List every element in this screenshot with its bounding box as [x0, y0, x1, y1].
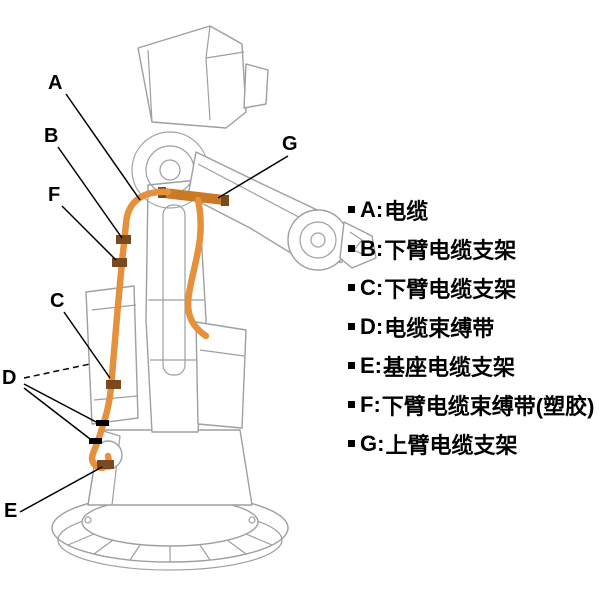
- legend-item-e: E: 基座电缆支架: [348, 346, 598, 385]
- legend-letter: F:: [360, 391, 381, 417]
- leader-line-d1: [23, 383, 101, 425]
- leader-line-g: [217, 155, 289, 199]
- bullet-square-icon: [348, 362, 355, 369]
- callout-letter-d: D: [2, 367, 17, 389]
- robot-illustration: [51, 25, 377, 571]
- legend-item-g: G: 上臂电缆支架: [348, 424, 598, 463]
- lower-arm-cable-bracket-c: [106, 380, 121, 389]
- bullet-square-icon: [348, 245, 355, 252]
- bullet-square-icon: [348, 284, 355, 291]
- leader-line-b: [57, 146, 123, 239]
- leader-line-e: [19, 466, 103, 513]
- legend-text: 电缆束缚带: [384, 315, 495, 341]
- leader-line-a: [65, 93, 141, 201]
- robot-wrist: [287, 209, 377, 271]
- lower-arm-cable-bracket-b: [116, 235, 131, 244]
- leader-line-f: [61, 205, 117, 261]
- callout-letter-g: G: [282, 133, 298, 155]
- legend-item-b: B: 下臂电缆支架: [348, 229, 598, 268]
- leader-line-d-dashed: [23, 363, 91, 379]
- bullet-square-icon: [348, 440, 355, 447]
- robot-right-motor-box: [195, 321, 247, 429]
- cable-assembly: [88, 187, 229, 471]
- robot-top-housing: [137, 25, 269, 129]
- bullet-square-icon: [348, 401, 355, 408]
- base-cable-bracket-e: [97, 460, 114, 469]
- legend-item-d: D: 电缆束缚带: [348, 307, 598, 346]
- legend-text: 电缆: [384, 198, 429, 224]
- upper-arm-cable-bracket: [159, 188, 229, 205]
- leader-lines: [19, 93, 289, 513]
- bullet-square-icon: [348, 206, 355, 213]
- legend-letter: C:: [360, 274, 384, 300]
- callout-letter-f: F: [48, 184, 61, 206]
- legend-item-f: F: 下臂电缆束缚带(塑胶): [348, 385, 598, 424]
- bracket-end-right: [221, 195, 229, 206]
- cable-tie-d2: [89, 438, 102, 444]
- bullet-square-icon: [348, 323, 355, 330]
- leader-line-d2: [23, 387, 95, 443]
- legend-letter: B:: [360, 235, 384, 261]
- legend-item-a: A: 电缆: [348, 190, 598, 229]
- robot-base: [51, 429, 289, 571]
- lower-arm-cable-tie-f: [112, 258, 127, 267]
- callout-letter-b: B: [44, 125, 59, 147]
- legend: A: 电缆 B: 下臂电缆支架 C: 下臂电缆支架 D: 电缆束缚带 E: 基座…: [348, 190, 598, 463]
- base-ribs: [67, 533, 273, 562]
- cable-path-branch: [184, 196, 210, 340]
- cable-tie-d1: [96, 420, 109, 426]
- legend-letter: E:: [360, 352, 382, 378]
- legend-letter: G:: [360, 430, 385, 456]
- legend-text: 基座电缆支架: [383, 354, 516, 380]
- legend-letter: A:: [360, 196, 384, 222]
- callout-letter-c: C: [50, 290, 65, 312]
- legend-item-c: C: 下臂电缆支架: [348, 268, 598, 307]
- callout-letter-a: A: [48, 72, 63, 94]
- leader-line-c: [63, 311, 111, 379]
- legend-text: 下臂电缆束缚带(塑胶): [381, 393, 595, 419]
- legend-text: 上臂电缆支架: [385, 432, 518, 458]
- callout-letter-e: E: [4, 500, 18, 522]
- legend-text: 下臂电缆支架: [384, 237, 517, 263]
- legend-letter: D:: [360, 313, 384, 339]
- legend-text: 下臂电缆支架: [384, 276, 517, 302]
